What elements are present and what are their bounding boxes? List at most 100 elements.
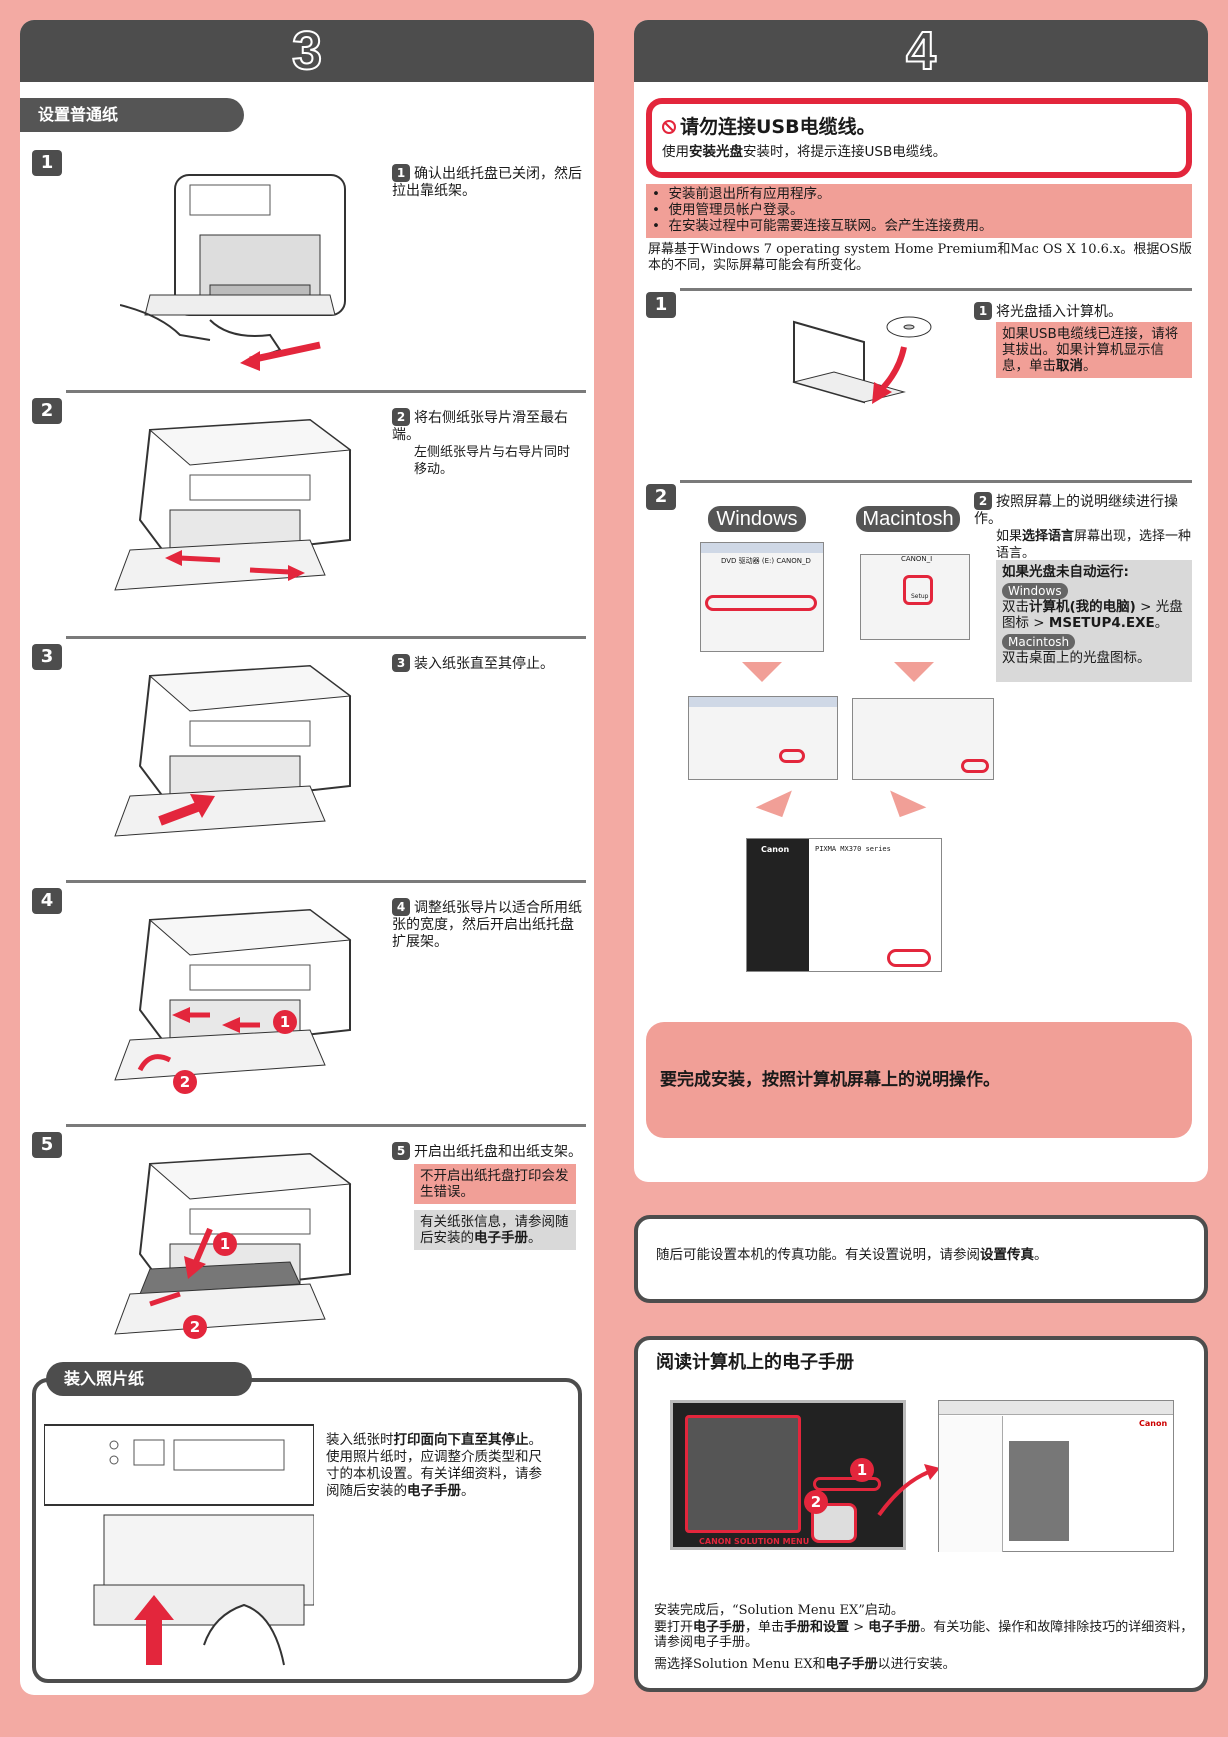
- manual-p2-post: 。有关功能、操作和故障排除技巧的详细资料，请参阅电子手册。: [654, 1620, 1194, 1650]
- autorun-windows-text: 双击计算机(我的电脑) > 光盘图标 > MSETUP4.EXE。: [1002, 599, 1186, 631]
- usb-warning-text: 使用安装光盘安装时，将提示连接USB电缆线。: [662, 144, 946, 161]
- autorun-title: 如果光盘未自动运行:: [1002, 564, 1129, 580]
- callout-circle: 1: [213, 1232, 237, 1256]
- step-4-label: 调整纸张导片以适合所用纸张的宽度，然后开启出纸托盘扩展架。: [392, 900, 582, 950]
- step-divider-2: [66, 390, 586, 393]
- usb-warning-bold: 安装光盘: [689, 144, 743, 160]
- autorun-win-bold1: 计算机(我的电脑): [1029, 599, 1136, 615]
- mac-password-screenshot: [852, 698, 994, 780]
- usb-warning-title: 请勿连接USB电缆线。: [680, 116, 876, 138]
- select-language-note: 如果选择语言屏幕出现，选择一种语言。: [974, 528, 1194, 562]
- usb-warning-pre: 使用: [662, 144, 689, 160]
- photo-paper-text: 装入纸张时打印面向下直至其停止。使用照片纸时，应调整介质类型和尺寸的本机设置。有…: [326, 1432, 554, 1500]
- autoplay-highlight: [705, 595, 817, 611]
- arrow-down-icon: [881, 790, 927, 826]
- autorun-win-mid: > 光盘图标 >: [1002, 599, 1183, 631]
- setup-product-title: PIXMA MX370 series: [815, 845, 891, 853]
- step-divider-r1: [680, 288, 1192, 291]
- step-badge-4: 4: [392, 898, 410, 916]
- callout-circle: 2: [173, 1070, 197, 1094]
- os-tag-macintosh: Macintosh: [1002, 634, 1076, 650]
- callout-circle: 1: [850, 1458, 874, 1482]
- usb-cable-bold: 取消: [1056, 358, 1083, 374]
- step-1-label: 确认出纸托盘已关闭，然后拉出靠纸架。: [392, 166, 582, 199]
- autorun-win-pre: 双击: [1002, 599, 1029, 615]
- manual-p2-bold1: 电子手册: [693, 1620, 746, 1635]
- manual-toolbar: [939, 1401, 1173, 1415]
- section-4-header: 4: [634, 20, 1208, 82]
- photo-paper-illustration: [44, 1424, 314, 1666]
- usb-cable-pre: 如果USB电缆线已连接，请将其拔出。如果计算机显示信息，单击: [1002, 326, 1179, 374]
- prohibited-icon: [662, 120, 676, 134]
- photo-text-mid: 。使用照片纸时，应调整介质类型和尺寸的本机设置。有关详细资料，请参阅随后安装的: [326, 1432, 542, 1499]
- select-language-bold: 选择语言: [1022, 529, 1075, 544]
- fax-post: 。: [1034, 1247, 1048, 1263]
- setup-icon-highlight: [903, 575, 933, 605]
- step-number-1: 1: [32, 150, 62, 176]
- preinstall-notes: • 安装前退出所有应用程序。 • 使用管理员帐户登录。 • 在安装过程中可能需要…: [646, 184, 1192, 238]
- autorun-win-post: 。: [1154, 615, 1169, 631]
- printer-illustration-2: [114, 418, 352, 591]
- step-number-2: 2: [32, 398, 62, 424]
- step-badge-3: 3: [392, 654, 410, 672]
- online-manual-screenshot: Canon: [938, 1400, 1174, 1552]
- finish-install-text: 要完成安装，按照计算机屏幕上的说明操作。: [660, 1070, 1000, 1090]
- manual-p2-mid1: ，单击: [745, 1620, 785, 1635]
- step-number-r2: 2: [646, 484, 676, 510]
- usb-cable-note: 如果USB电缆线已连接，请将其拔出。如果计算机显示信息，单击取消。: [996, 322, 1192, 378]
- manual-panel: 阅读计算机上的电子手册 CANON SOLUTION MENU 1 2 Cano…: [634, 1336, 1208, 1692]
- manual-para-2: 要打开电子手册，单击手册和设置 > 电子手册。有关功能、操作和故障排除技巧的详细…: [654, 1620, 1194, 1650]
- step-badge-1: 1: [392, 164, 410, 182]
- callout-circle: 2: [804, 1490, 828, 1514]
- step-number-3: 3: [32, 644, 62, 670]
- select-language-post: 屏幕出现，选择一种语言。: [996, 529, 1192, 561]
- autorun-mac-text: 双击桌面上的光盘图标。: [1002, 650, 1151, 666]
- section-title-plain-paper: 设置普通纸: [20, 98, 244, 132]
- screen-os-note: 屏幕基于Windows 7 operating system Home Prem…: [648, 242, 1192, 273]
- photo-paper-box: [32, 1378, 582, 1683]
- step-badge-5: 5: [392, 1142, 410, 1160]
- solution-menu-photos: [685, 1415, 801, 1533]
- arrow-right-icon: [877, 1464, 940, 1517]
- solution-menu-footer: CANON SOLUTION MENU: [699, 1537, 810, 1546]
- arrow-down-icon: [755, 790, 801, 826]
- manual-p3-bold: 电子手册: [825, 1657, 878, 1672]
- note-bullet: • 在安装过程中可能需要连接互联网。会产生连接费用。: [652, 218, 993, 234]
- note-bullet-text: 安装前退出所有应用程序。: [668, 186, 831, 202]
- step-2-label: 将右侧纸张导片滑至最右端。: [392, 410, 568, 443]
- callout-circle: 1: [273, 1010, 297, 1034]
- setup-welcome-screenshot: Canon PIXMA MX370 series: [746, 838, 942, 972]
- usb-warning-title-row: 请勿连接USB电缆线。: [662, 116, 876, 138]
- select-language-pre: 如果: [996, 529, 1023, 544]
- manual-p2-bold3: 电子手册: [868, 1620, 921, 1635]
- password-ok-highlight: [961, 759, 989, 773]
- paper-info-post: 。: [528, 1230, 542, 1246]
- step-number-5: 5: [32, 1132, 62, 1158]
- finish-install-banner: [646, 1022, 1192, 1138]
- arrow-down-icon: [894, 662, 934, 682]
- os-tag-windows: Windows: [1002, 583, 1068, 599]
- step-divider-3: [66, 636, 586, 639]
- mac-cd-title: CANON_I: [901, 555, 933, 563]
- autoplay-drive-label: DVD 驱动器 (E:) CANON_D: [721, 557, 811, 565]
- photo-text-bold1: 打印面向下直至其停止: [393, 1432, 529, 1448]
- paper-info-bold: 电子手册: [474, 1230, 528, 1246]
- note-bullet: • 使用管理员帐户登录。: [652, 202, 804, 218]
- step-badge-r2: 2: [974, 492, 992, 510]
- autorun-fallback-box: 如果光盘未自动运行: Windows 双击计算机(我的电脑) > 光盘图标 > …: [996, 560, 1192, 682]
- photo-text-bold2: 电子手册: [407, 1483, 461, 1499]
- step-number-4: 4: [32, 888, 62, 914]
- manual-p3-pre: 需选择Solution Menu EX和: [654, 1657, 826, 1672]
- step-r1-label: 将光盘插入计算机。: [996, 304, 1122, 320]
- step-3-label: 装入纸张直至其停止。: [414, 656, 554, 672]
- paper-info-note: 有关纸张信息，请参阅随后安装的电子手册。: [414, 1210, 576, 1250]
- usb-cable-post: 。: [1083, 358, 1097, 374]
- manual-p3-post: 以进行安装。: [877, 1657, 956, 1672]
- paper-tray-warning: 不开启出纸托盘打印会发生错误。: [414, 1164, 576, 1204]
